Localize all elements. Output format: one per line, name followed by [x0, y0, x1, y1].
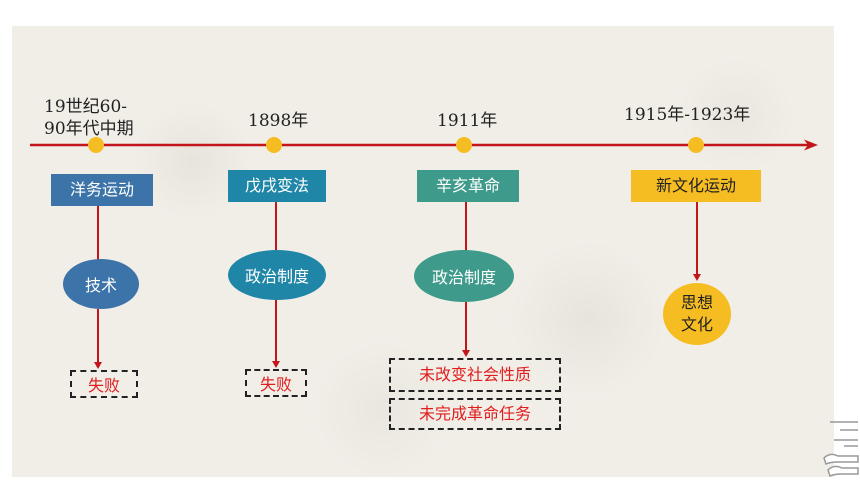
- focus-ellipse-3: 政治制度: [414, 250, 514, 302]
- date-label-3: 1911年: [437, 111, 498, 131]
- timeline-dot-3: [456, 137, 472, 153]
- date-label-4: 1915年-1923年: [624, 105, 751, 125]
- result-box-1: 失败: [70, 370, 138, 398]
- date-label-1: 19世纪60- 90年代中期: [44, 97, 134, 139]
- timeline-dot-1: [88, 137, 104, 153]
- timeline-dot-2: [266, 137, 282, 153]
- date-label-2: 1898年: [248, 111, 309, 131]
- arrowhead-4: [693, 274, 701, 281]
- book-stack-icon: [823, 421, 859, 478]
- result-box-2: 失败: [245, 369, 307, 397]
- focus-ellipse-4: 思想 文化: [663, 283, 731, 345]
- event-box-1: 洋务运动: [51, 174, 153, 206]
- arrowhead-3: [462, 350, 470, 357]
- result-box-3b: 未完成革命任务: [389, 398, 561, 430]
- focus-label-1: 技术: [84, 276, 117, 295]
- focus-label-3: 政治制度: [431, 268, 496, 287]
- focus-label-2: 政治制度: [244, 267, 309, 286]
- connector-4: [696, 202, 698, 276]
- event-box-3: 辛亥革命: [417, 170, 519, 202]
- focus-ellipse-1: 技术: [63, 259, 139, 309]
- connector-1a: [97, 204, 99, 266]
- focus-label-4: 思想 文化: [680, 293, 713, 334]
- event-box-2: 戊戌变法: [228, 170, 326, 202]
- arrowhead-1: [94, 362, 102, 369]
- arrowhead-2: [272, 361, 280, 368]
- event-box-4: 新文化运动: [631, 170, 761, 202]
- timeline-dot-4: [688, 137, 704, 153]
- focus-ellipse-2: 政治制度: [228, 250, 326, 300]
- connector-1b: [97, 309, 99, 365]
- connector-2b: [275, 300, 277, 364]
- connector-2a: [275, 202, 277, 252]
- connector-3b: [465, 302, 467, 352]
- result-box-3a: 未改变社会性质: [389, 358, 561, 392]
- connector-3a: [465, 202, 467, 252]
